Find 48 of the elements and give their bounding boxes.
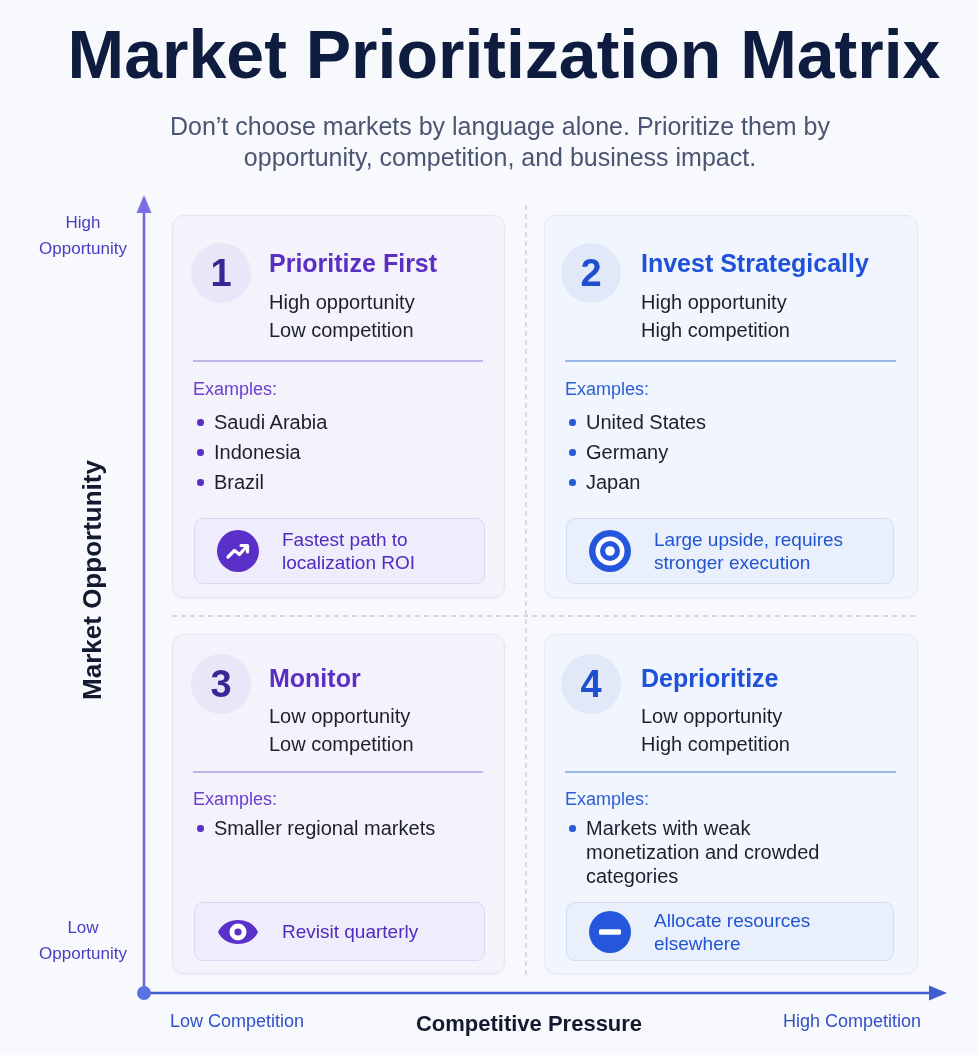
axis-title: Market Opportunity (77, 460, 107, 700)
list-item-text: Brazil (214, 470, 265, 494)
list-item-text: Germany (586, 440, 670, 464)
examples-heading: Examples: (565, 788, 650, 811)
number-circle: 3 (191, 654, 251, 714)
callout-box (194, 518, 485, 584)
description-text: Low opportunity (269, 704, 411, 729)
description-text: High opportunity (269, 290, 415, 315)
list-item-text: Japan (586, 470, 642, 494)
callout-box (194, 902, 485, 961)
number-circle: 4 (561, 654, 621, 714)
callout-text: Fastest path to localization ROI (282, 528, 417, 574)
subtitle: Don’t choose markets by language alone. Prioritize them by opportunity, competition, and business impact. (168, 111, 832, 173)
description-text: Low competition (269, 318, 414, 343)
number-circle: 1 (191, 243, 251, 303)
callout-text: Allocate resources elsewhere (654, 908, 812, 955)
description-text: High competition (641, 732, 790, 757)
list-item-text: Saudi Arabia (214, 410, 329, 434)
callout-text: Large upside, requires stronger execution (654, 528, 845, 574)
axis-end-label: Low Competition (170, 1010, 305, 1033)
examples-heading: Examples: (565, 378, 650, 401)
axis-end-label: High Opportunity (38, 212, 128, 260)
callout-box (566, 902, 894, 961)
number-circle: 2 (561, 243, 621, 303)
callout-text: Revisit quarterly (282, 920, 420, 943)
quadrant-title: Prioritize First (269, 248, 438, 278)
quadrant-title: Invest Strategically (641, 248, 869, 278)
quadrant-card (172, 215, 505, 598)
examples-heading: Examples: (193, 378, 278, 401)
description-text: Low opportunity (641, 704, 783, 729)
description-text: High opportunity (641, 290, 787, 315)
quadrant-title: Deprioritize (641, 663, 779, 693)
axis-end-label: Low Opportunity (38, 917, 128, 965)
quadrant-card (544, 634, 918, 974)
quadrant-card (172, 634, 505, 974)
list-item-text: Markets with weak monetization and crowded categories (586, 816, 821, 888)
quadrant-title: Monitor (269, 663, 361, 693)
quadrant-card (544, 215, 918, 598)
examples-heading: Examples: (193, 788, 278, 811)
list-item-text: Indonesia (214, 440, 302, 464)
axis-title: Competitive Pressure (415, 1010, 643, 1038)
axis-end-label: High Competition (782, 1010, 921, 1033)
description-text: High competition (641, 318, 790, 343)
title: Market Prioritization Matrix (67, 15, 941, 94)
description-text: Low competition (269, 732, 414, 757)
list-item-text: United States (586, 410, 708, 434)
callout-box (566, 518, 894, 584)
list-item-text: Smaller regional markets (214, 816, 437, 840)
